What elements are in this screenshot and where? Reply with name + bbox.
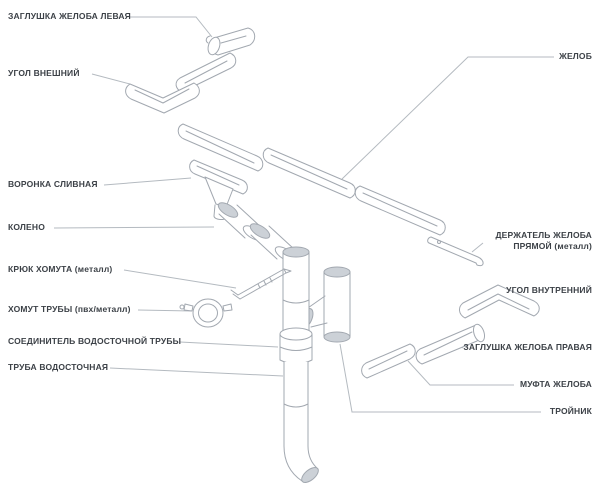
label-pipe-clamp: ХОМУТ ТРУБЫ (пвх/металл)	[8, 304, 131, 314]
label-elbow: КОЛЕНО	[8, 222, 45, 232]
label-gutter-holder: ДЕРЖАТЕЛЬ ЖЕЛОБА ПРЯМОЙ (металл)	[495, 230, 592, 252]
outlet-elbow-part	[283, 445, 319, 483]
leader-downpipe	[109, 367, 284, 377]
leader-tee	[339, 343, 541, 413]
funnel-part	[189, 159, 248, 220]
leader-outer-corner	[91, 73, 131, 85]
label-inner-corner: УГОЛ ВНУТРЕННИЙ	[506, 285, 592, 295]
leader-gutter	[341, 56, 554, 180]
leader-end-cap-left	[130, 16, 213, 38]
leader-elbow	[53, 226, 215, 229]
label-gutter-holder-line2: ПРЯМОЙ (металл)	[513, 241, 592, 251]
downpipe-upper-part	[282, 246, 310, 333]
label-downpipe: ТРУБА ВОДОСТОЧНАЯ	[8, 362, 109, 372]
leader-pipe-clamp	[137, 309, 193, 312]
outer-corner-part	[125, 82, 200, 114]
leader-gutter-holder	[471, 242, 484, 253]
label-tee: ТРОЙНИК	[549, 406, 592, 416]
label-gutter-coupling: МУФТА ЖЕЛОБА	[519, 379, 592, 389]
gutter-section-3	[354, 185, 446, 236]
gutter-holder-part	[427, 236, 484, 267]
pipe-clamp-part	[179, 298, 233, 328]
inner-corner-part	[459, 284, 540, 319]
gutter-section-2	[262, 147, 356, 199]
leader-pipe-connector	[179, 341, 279, 348]
label-end-cap-right: ЗАГЛУШКА ЖЕЛОБА ПРАВАЯ	[463, 342, 592, 352]
downpipe-lower-part	[283, 361, 309, 447]
gutter-coupling-part	[361, 343, 416, 379]
clamp-hook-part	[230, 268, 292, 300]
leader-gutter-coupling	[407, 360, 514, 386]
label-funnel: ВОРОНКА СЛИВНАЯ	[8, 179, 98, 189]
label-gutter-holder-line1: ДЕРЖАТЕЛЬ ЖЕЛОБА	[495, 230, 592, 240]
label-gutter: ЖЕЛОБ	[559, 51, 592, 61]
gutter-section-1	[177, 123, 264, 172]
leader-clamp-hook	[123, 269, 237, 289]
label-outer-corner: УГОЛ ВНЕШНИЙ	[8, 68, 80, 78]
label-end-cap-left: ЗАГЛУШКА ЖЕЛОБА ЛЕВАЯ	[8, 11, 131, 21]
leader-funnel	[103, 177, 192, 186]
end-cap-left-part	[205, 27, 256, 56]
gutter-stub-part	[175, 52, 237, 93]
label-clamp-hook: КРЮК ХОМУТА (металл)	[8, 264, 113, 274]
pipe-connector-part	[279, 327, 313, 365]
end-cap-right-part	[415, 323, 486, 365]
label-pipe-connector: СОЕДИНИТЕЛЬ ВОДОСТОЧНОЙ ТРУБЫ	[8, 336, 182, 346]
